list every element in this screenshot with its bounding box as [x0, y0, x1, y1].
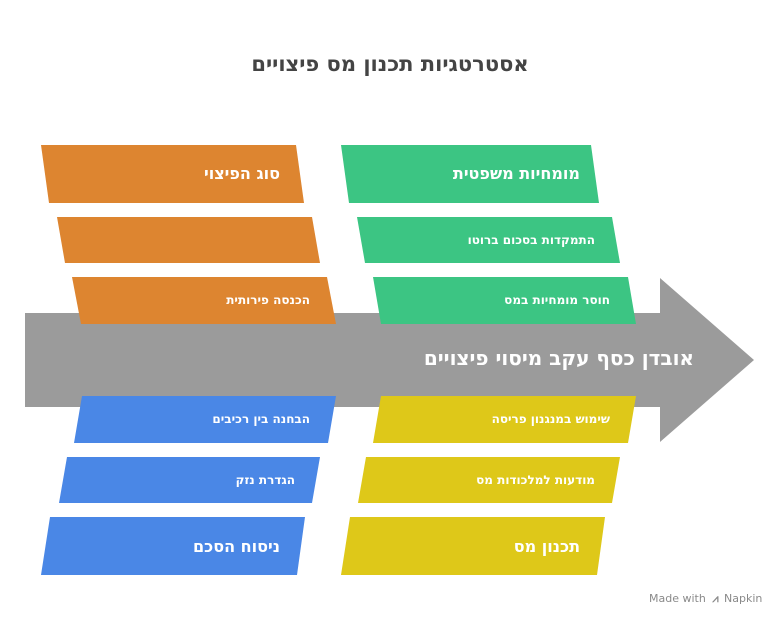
bottom-right-item-2: מודעות למלכודות מס — [476, 473, 595, 487]
bottom-left-item-1: הבחנה בין רכיבים — [212, 412, 310, 426]
bottom-left-heading: ניסוח הסכם — [193, 537, 280, 556]
bottom-right-item-box-2 — [358, 457, 620, 503]
top-left-item-2: הכנסה פירותית — [226, 293, 310, 307]
bottom-right-item-box-1 — [373, 396, 636, 443]
spine-label: אובדן כסף עקב מיסוי פיצויים — [423, 346, 694, 370]
bottom-left-heading-box — [41, 517, 305, 575]
watermark-brand: Napkin — [724, 592, 763, 605]
bottom-left-item-box-2 — [59, 457, 320, 503]
bottom-left-item-2: הגדרת נזק — [235, 473, 295, 487]
top-right-heading-box — [341, 145, 599, 203]
bottom-right-heading: תכנון מס — [513, 537, 580, 556]
top-right-item-2: חוסר מומחיות במס — [504, 293, 610, 307]
diagram-title: אסטרטגיות תכנון מס פיצויים — [251, 52, 529, 76]
napkin-logo-icon: ⩘ — [712, 592, 719, 605]
top-left-heading: סוג הפיצוי — [204, 164, 280, 183]
top-right-item-box-1 — [357, 217, 620, 263]
made-with-napkin-watermark: Made with ⩘ Napkin — [649, 592, 762, 606]
bottom-right-heading-box — [341, 517, 605, 575]
bottom-left-item-box-1 — [74, 396, 336, 443]
top-right-item-box-2 — [373, 277, 636, 324]
top-left-heading-box — [41, 145, 304, 203]
top-left-item-box-2 — [72, 277, 336, 324]
watermark-prefix: Made with — [649, 592, 706, 605]
top-right-item-1: התמקדות בסכום ברוטו — [467, 233, 595, 247]
top-right-heading: מומחיות משפטית — [452, 164, 580, 183]
top-left-item-box-1 — [57, 217, 320, 263]
bottom-right-item-1: שימוש במנגנון פריסה — [491, 412, 610, 426]
